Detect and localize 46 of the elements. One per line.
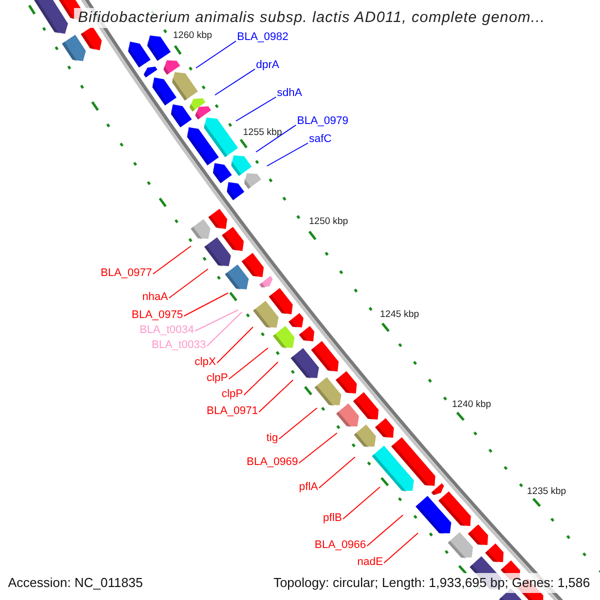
leader-line <box>318 456 356 488</box>
leader-line <box>236 96 276 122</box>
gene-label: BLA_0971 <box>206 403 258 419</box>
leader-line <box>366 514 404 546</box>
leader-line <box>298 432 338 464</box>
gene-label: clpP <box>222 386 243 402</box>
gene-label: BLA_0966 <box>314 537 366 553</box>
leader-line <box>194 310 238 332</box>
leader-line <box>196 40 236 68</box>
gene-label: BLA_t0033 <box>152 337 206 353</box>
leader-line <box>256 124 296 152</box>
gene-label: BLA_0975 <box>132 307 183 323</box>
gene-label: nadE <box>357 554 383 570</box>
scale-label: 1245 kbp <box>380 309 420 321</box>
leader-line <box>384 532 418 564</box>
gene-label: clpX <box>194 354 216 370</box>
leader-line <box>244 362 278 396</box>
leader-line <box>206 312 242 346</box>
gene-label: BLA_0979 <box>297 113 348 129</box>
gene-label: pflA <box>299 479 318 495</box>
leader-line <box>258 380 294 412</box>
gene-label: BLA_t0034 <box>140 322 194 338</box>
leader-line <box>184 292 228 316</box>
scale-label: 1240 kbp <box>452 399 492 411</box>
gene-label: pflB <box>323 510 342 526</box>
leader-line <box>228 348 268 380</box>
gene-label: clpP <box>206 370 228 386</box>
gene-label: tig <box>266 430 278 446</box>
gene-label: BLA_0982 <box>237 29 288 45</box>
leader-line <box>278 408 318 440</box>
leader-line <box>266 142 308 166</box>
gene-label: sdhA <box>277 85 302 101</box>
scale-label: 1250 kbp <box>309 216 348 228</box>
leader-line <box>342 486 380 520</box>
leader-line <box>152 246 192 274</box>
gene-label: nhaA <box>142 289 168 305</box>
scale-label: 1260 kbp <box>173 30 212 42</box>
gene-label: BLA_0969 <box>246 454 298 470</box>
leader-line <box>168 268 208 298</box>
scale-label: 1235 kbp <box>527 486 566 498</box>
gene-label: BLA_0977 <box>100 265 152 281</box>
gene-label: safC <box>309 131 332 147</box>
leader-line <box>214 68 256 96</box>
leader-line <box>216 326 254 364</box>
gene-label: dprA <box>256 57 280 73</box>
scale-label: 1255 kbp <box>243 127 282 139</box>
